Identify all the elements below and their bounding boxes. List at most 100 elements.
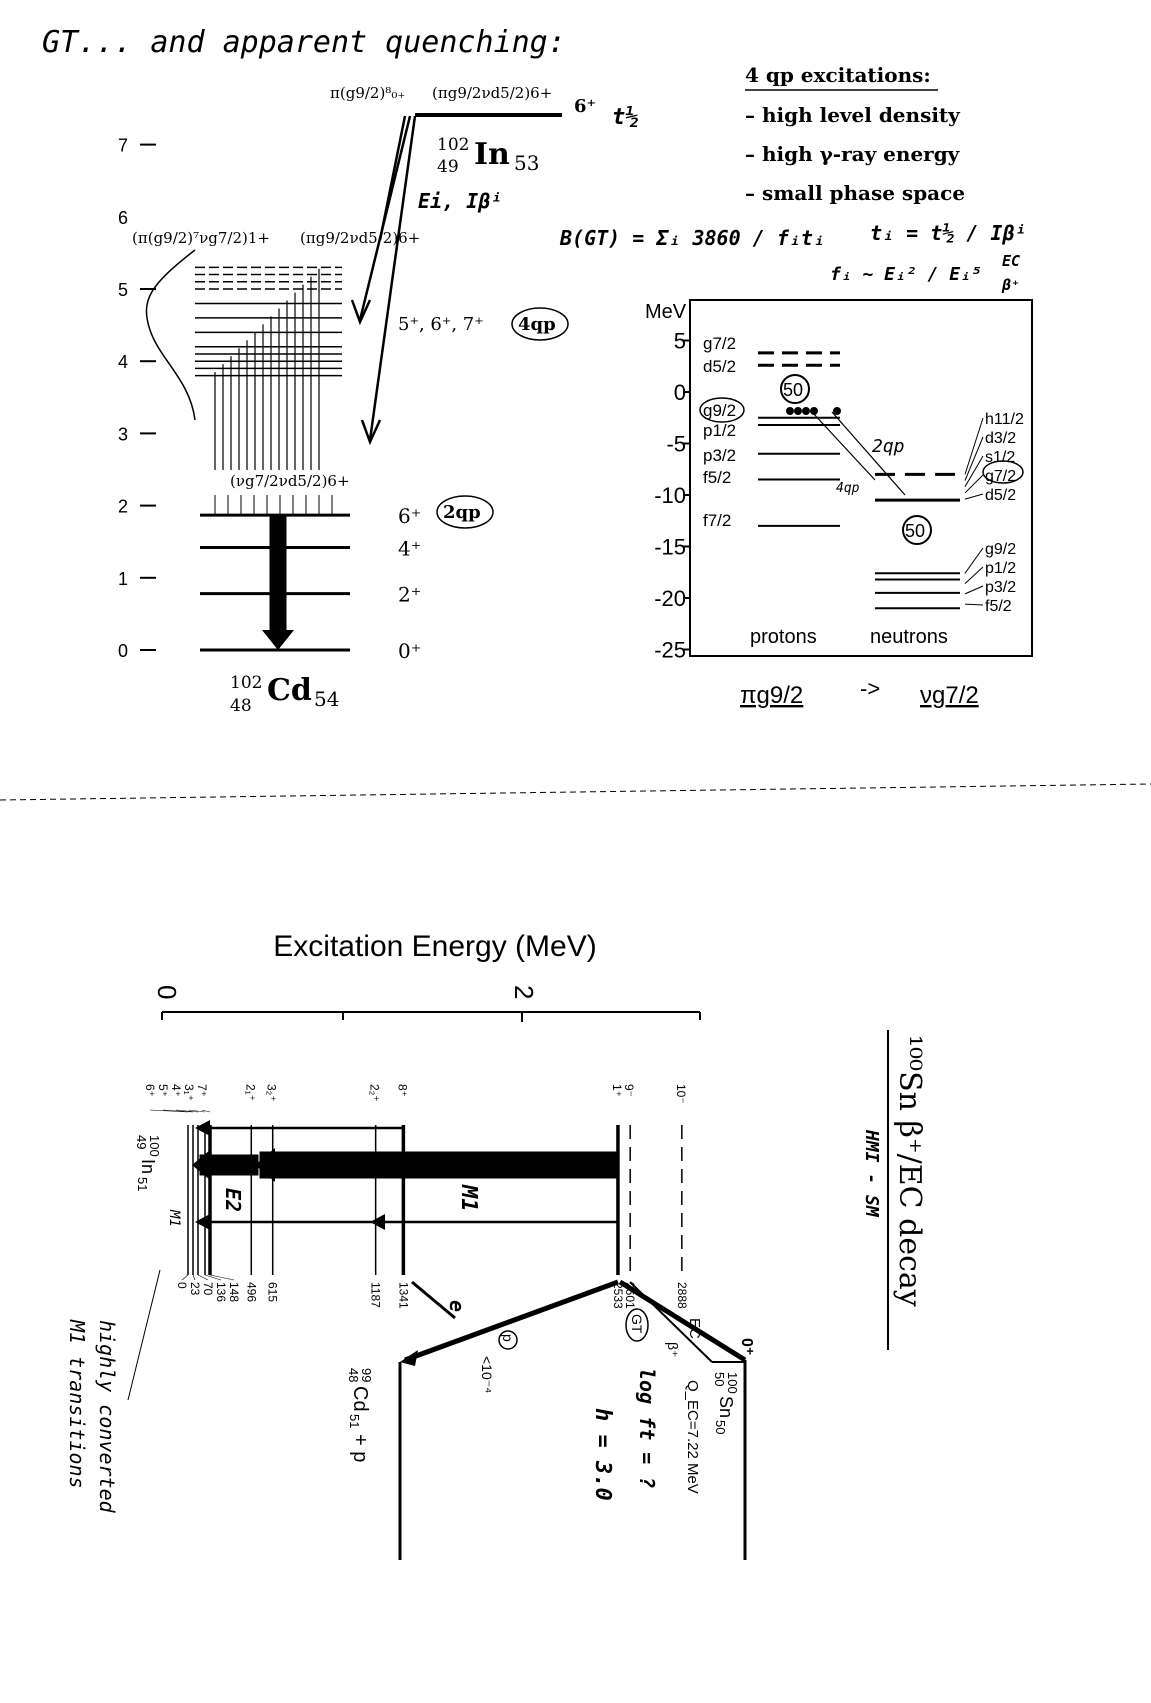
pointer-line <box>127 1269 161 1401</box>
parent-config-a: π(g9/2)⁸₀₊ <box>330 84 405 102</box>
decay-axis-title: Excitation Energy (MeV) <box>273 930 596 963</box>
orbital-pointer <box>964 547 984 574</box>
decay-axis-tick: 2 <box>509 985 539 999</box>
transition-label: Ei, Iβⁱ <box>418 189 502 213</box>
spin-leader <box>162 1109 194 1113</box>
spin-leader <box>188 1109 206 1113</box>
svg-text:highly converted: highly converted <box>95 1320 119 1514</box>
axis-tick-label: 5 <box>118 280 128 300</box>
daughter-level-spin: 2⁺ <box>398 583 421 607</box>
proton-branch: <10⁻⁴ <box>479 1356 495 1393</box>
decay-level-spin: 4⁺ <box>169 1084 183 1097</box>
decay-level-energy: 1187 <box>369 1282 383 1308</box>
orbital-pointer <box>964 474 984 494</box>
svg-text:51: 51 <box>135 1177 150 1191</box>
energy-leader <box>209 1274 235 1281</box>
decay-branches <box>398 1279 747 1560</box>
neutrons-label: neutrons <box>870 626 948 648</box>
shell-unit: MeV <box>645 301 687 323</box>
proton-magic-circle <box>780 374 810 404</box>
proton-orbital-label: p3/2 <box>703 446 736 465</box>
note-bullet: – high level density <box>745 103 961 127</box>
svg-text:50: 50 <box>713 1420 728 1434</box>
twoqp-config: (νg7/2νd5/2)6+ <box>230 472 350 490</box>
svg-text:49: 49 <box>437 157 459 177</box>
gt-tag: GT <box>629 1314 645 1334</box>
svg-text:100: 100 <box>147 1135 162 1157</box>
proton-tag: p <box>500 1334 516 1342</box>
neutron-magic-circle <box>902 515 932 545</box>
neutron-magic: 50 <box>905 521 925 541</box>
h-value: h = 3.0 <box>590 1408 615 1501</box>
beta-decay-arrows <box>350 115 417 446</box>
e2-label: E2 <box>221 1188 245 1212</box>
energy-leader <box>192 1274 196 1281</box>
qec-value: Q_EC=7.22 MeV <box>684 1380 701 1494</box>
proton-orbital-label: f5/2 <box>703 468 731 487</box>
proton-orbital-label: f7/2 <box>703 511 731 530</box>
shell-tick-label: 0 <box>674 380 686 405</box>
orbital-pointer <box>964 566 984 584</box>
twoqp-line <box>831 411 906 496</box>
daughter-levels: 6⁺4⁺2⁺0⁺ <box>200 495 421 663</box>
svg-text:53: 53 <box>514 151 539 175</box>
svg-text:Cd: Cd <box>349 1386 371 1412</box>
axis-tick-label: 1 <box>118 569 128 589</box>
daughter-nucleus-label: 102 48 Cd 54 <box>230 673 339 716</box>
shell-model-frame <box>689 299 1033 657</box>
decay-level-spin: 5⁺ <box>156 1084 170 1097</box>
protons-label: protons <box>750 626 817 648</box>
energy-leader <box>204 1274 222 1281</box>
axis-tick-label: 3 <box>118 424 128 444</box>
decay-level-spin: 3₁⁺ <box>182 1084 196 1101</box>
proton-orbital-label: p1/2 <box>703 421 736 440</box>
energy-leader <box>197 1274 209 1281</box>
fourqp-level-band <box>195 266 342 470</box>
svg-text:99: 99 <box>359 1368 374 1382</box>
axis-tick-label: 2 <box>118 497 128 517</box>
ti-formula: tᵢ = t½ / Iβⁱ <box>870 221 1027 245</box>
fourqp-config-b: (πg9/2νd5/2)6+ <box>300 229 420 247</box>
twoqp-circle <box>436 495 494 529</box>
decay-level-energy: 23 <box>188 1282 202 1296</box>
svg-text:50: 50 <box>712 1372 727 1386</box>
svg-text:In: In <box>138 1159 158 1174</box>
spin-leader <box>175 1109 199 1113</box>
svg-text:102: 102 <box>437 135 469 155</box>
decay-level-energy: 70 <box>201 1282 215 1296</box>
m1-small-label: M1 <box>166 1209 182 1227</box>
decay-level-energy: 615 <box>266 1282 280 1302</box>
decay-title: ¹⁰⁰Sn β⁺/EC decay <box>892 1035 927 1307</box>
proton-orbital-label: d5/2 <box>703 357 736 376</box>
svg-text:Sn: Sn <box>716 1396 736 1418</box>
svg-text:48: 48 <box>346 1368 361 1382</box>
daughter-level-spin: 0⁺ <box>398 639 421 663</box>
orbital-pointer <box>964 455 984 488</box>
parent-nucleus-label: 102 49 In 53 <box>437 135 539 177</box>
shell-tick-label: -10 <box>654 483 686 508</box>
transition-arrow: -> <box>860 676 880 701</box>
svg-text:51: 51 <box>347 1414 362 1428</box>
decay-level-spin: 1⁺ <box>610 1084 624 1097</box>
decay-level-energy: 148 <box>227 1282 241 1302</box>
svg-text:102: 102 <box>230 673 262 693</box>
g72-circle <box>982 460 1024 484</box>
decay-axis-tick: 0 <box>152 985 182 999</box>
transition-to: νg7/2 <box>920 682 979 709</box>
cd99-label: 99 48 Cd 51 + p <box>346 1368 374 1462</box>
decay-levels: 6⁺05⁺234⁺703₁⁺1367⁺1482₁⁺4963₂⁺6152₂⁺118… <box>143 1084 689 1309</box>
decay-level-energy: 0 <box>175 1282 189 1289</box>
neutron-orbital-label: p3/2 <box>985 579 1016 596</box>
orbital-pointer <box>964 493 984 500</box>
decay-level-energy: 1341 <box>396 1282 410 1309</box>
orbital-pointer <box>964 603 984 606</box>
decay-level-energy: 136 <box>214 1282 228 1302</box>
decay-level-energy: 496 <box>244 1282 258 1302</box>
label-4qp: 4qp <box>836 481 860 496</box>
level-density-curve <box>145 249 196 421</box>
axis-tick-label: 6 <box>118 208 128 228</box>
orbital-pointer <box>964 417 984 475</box>
axis-tick-label: 4 <box>118 352 128 372</box>
neutron-orbital-label: p1/2 <box>985 560 1016 577</box>
